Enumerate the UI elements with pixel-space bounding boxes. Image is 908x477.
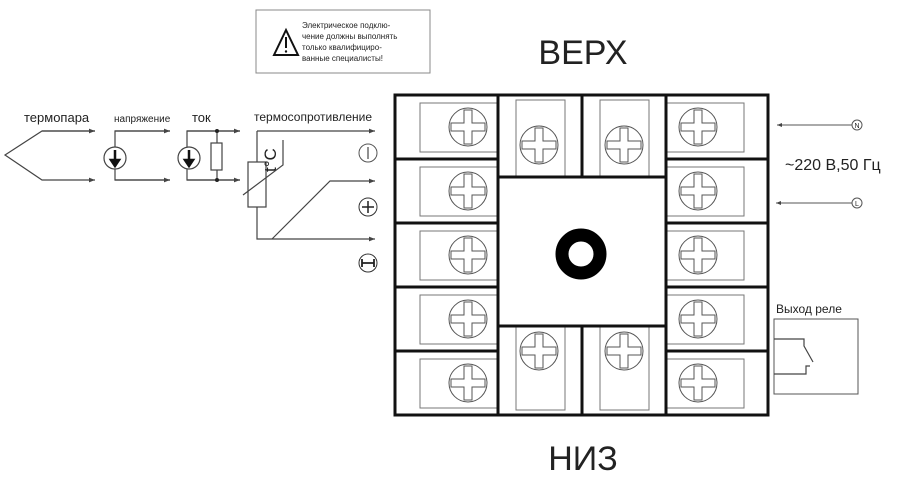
screw-icon[interactable] bbox=[678, 299, 718, 339]
warning-box: Электрическое подклю- чение должны выпол… bbox=[255, 9, 431, 74]
mounting-hole-icon bbox=[555, 228, 607, 280]
minus-icon bbox=[358, 253, 378, 273]
warning-line: чение должны выполнять bbox=[302, 32, 397, 41]
power-connection: N L ~220 В,50 Гц bbox=[776, 119, 881, 209]
warning-line: только квалифициро- bbox=[302, 43, 382, 52]
left-terminals bbox=[393, 93, 500, 417]
screw-icon[interactable] bbox=[678, 171, 718, 211]
line-label: L bbox=[855, 201, 859, 208]
thermoresistor-symbol: t°C bbox=[242, 128, 375, 242]
screw-icon[interactable] bbox=[678, 107, 718, 147]
thermocouple-label: термопара bbox=[24, 110, 90, 125]
screw-icon[interactable] bbox=[519, 331, 559, 371]
screw-icon[interactable] bbox=[678, 363, 718, 403]
screw-icon[interactable] bbox=[448, 171, 488, 211]
screw-icon[interactable] bbox=[448, 299, 488, 339]
temperature-symbol: t°C bbox=[261, 148, 280, 172]
voltage-label: напряжение bbox=[114, 114, 171, 125]
warning-line: Электрическое подклю- bbox=[302, 21, 391, 30]
screw-icon[interactable] bbox=[448, 363, 488, 403]
screw-icon[interactable] bbox=[604, 125, 644, 165]
screw-icon[interactable] bbox=[678, 235, 718, 275]
warning-line: ванные специалисты! bbox=[302, 54, 383, 63]
right-terminals bbox=[664, 93, 770, 417]
screw-icon[interactable] bbox=[604, 331, 644, 371]
plus-icon bbox=[358, 197, 378, 217]
thermoresistor-label: термосопротивление bbox=[254, 110, 372, 124]
voltage-source-symbol bbox=[103, 128, 170, 183]
current-source-symbol bbox=[177, 128, 240, 183]
thermocouple-symbol bbox=[3, 128, 95, 183]
screw-icon[interactable] bbox=[448, 107, 488, 147]
terminal-block bbox=[393, 93, 770, 417]
relay-label: Выход реле bbox=[776, 302, 842, 316]
top-label: ВЕРХ bbox=[538, 34, 627, 72]
warning-icon bbox=[272, 27, 300, 56]
terminal-marker-pipe bbox=[358, 143, 378, 163]
relay-output: Выход реле bbox=[773, 302, 859, 395]
screw-icon[interactable] bbox=[519, 125, 559, 165]
current-label: ток bbox=[192, 110, 211, 125]
power-label: ~220 В,50 Гц bbox=[785, 157, 881, 174]
center-panel bbox=[496, 175, 668, 328]
neutral-label: N bbox=[854, 123, 859, 130]
bottom-label: НИЗ bbox=[548, 440, 618, 477]
middle-terminals bbox=[496, 93, 668, 417]
screw-icon[interactable] bbox=[448, 235, 488, 275]
